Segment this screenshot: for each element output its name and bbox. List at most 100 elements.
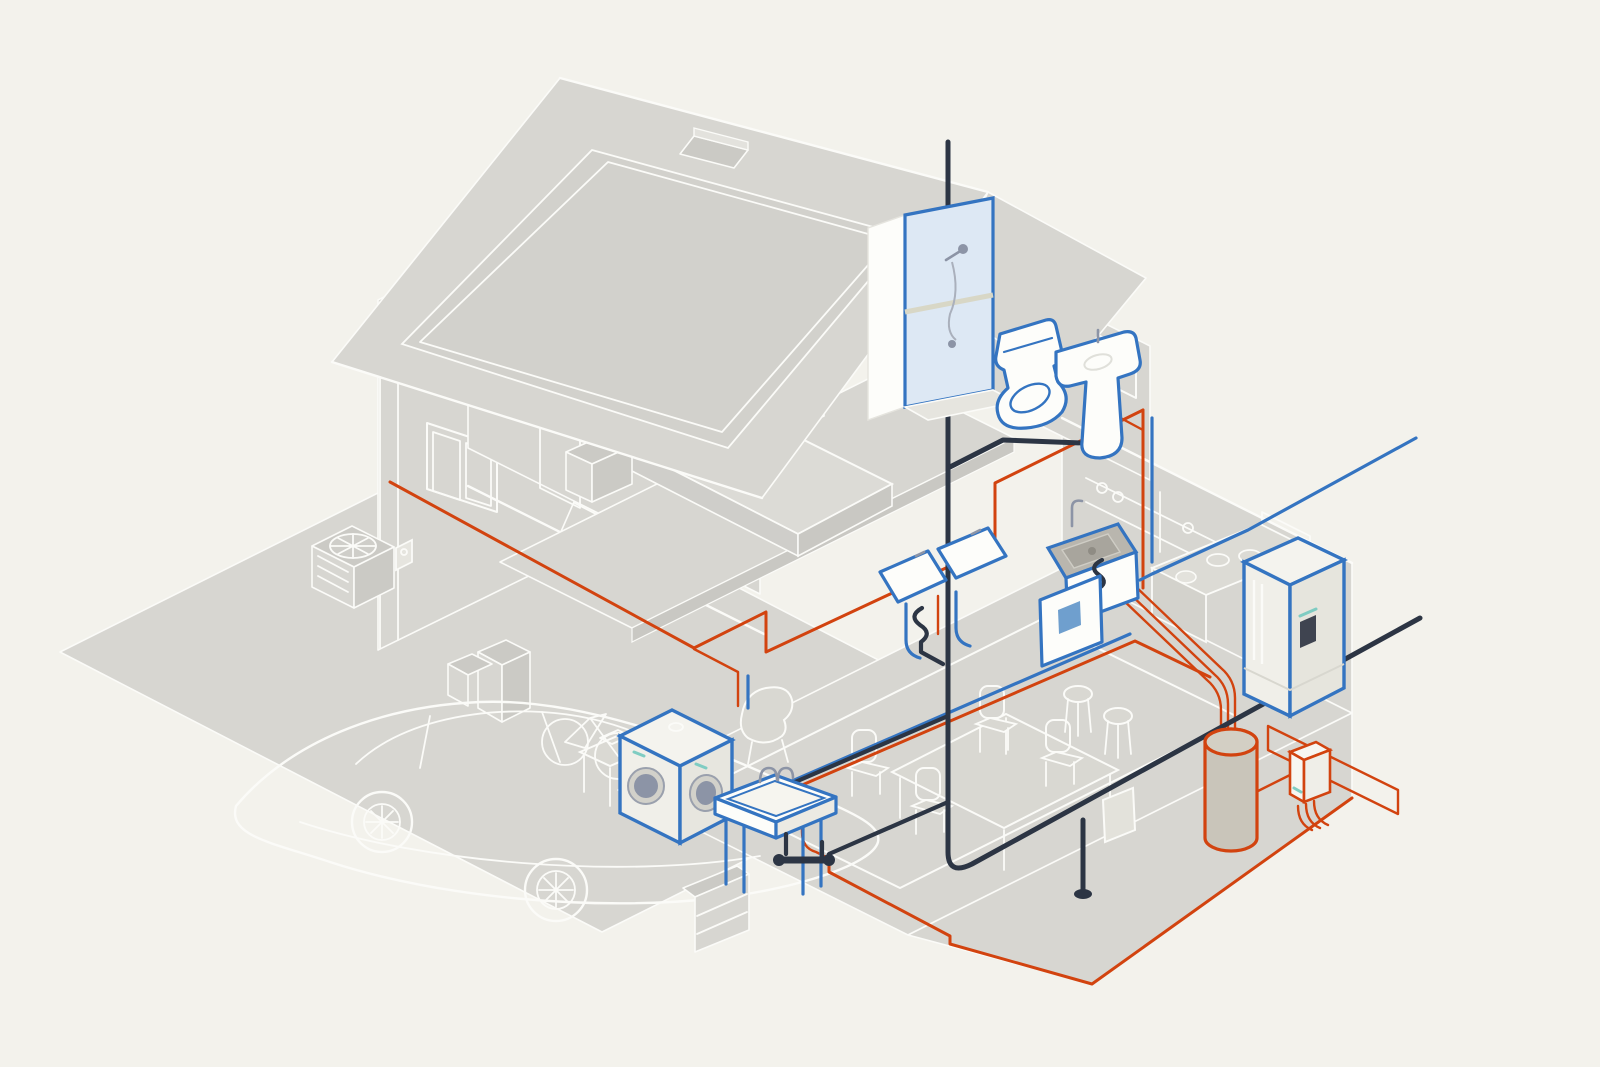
tire bbox=[350, 790, 414, 854]
chair-seat bbox=[845, 761, 891, 777]
tankless-side bbox=[1302, 748, 1332, 804]
burner bbox=[1206, 553, 1230, 567]
utility-sink-trap bbox=[773, 831, 835, 866]
tub-front bbox=[447, 663, 469, 707]
lounge-shell bbox=[739, 686, 794, 744]
tankless-teal-badge bbox=[1292, 786, 1303, 794]
washer-drum bbox=[627, 767, 665, 805]
basin-trap bbox=[912, 605, 946, 667]
roof-eave-line bbox=[330, 360, 764, 500]
drum-glass bbox=[695, 781, 717, 805]
shower-valve bbox=[948, 340, 956, 348]
washer-dryer bbox=[616, 708, 736, 846]
panel-screen bbox=[1058, 601, 1081, 634]
bundle-line bbox=[1119, 596, 1223, 740]
shower-hose bbox=[947, 261, 957, 341]
basin-apron-side bbox=[774, 795, 838, 840]
shower-stall bbox=[867, 196, 1019, 421]
pedestal-sink-body bbox=[1054, 330, 1142, 460]
dining-chair bbox=[973, 685, 1019, 753]
stool-leg bbox=[1104, 720, 1109, 755]
drawer-line bbox=[696, 893, 748, 917]
basin-inner bbox=[725, 779, 827, 818]
stool-leg bbox=[1127, 720, 1132, 755]
stool-leg bbox=[1087, 698, 1092, 733]
sewer-outlet-cap bbox=[1074, 889, 1092, 899]
sink-drain-hole bbox=[1088, 547, 1096, 555]
basin-cold-drop bbox=[904, 602, 922, 660]
toilet bbox=[994, 318, 1068, 430]
car-wheel bbox=[523, 857, 589, 923]
ac-vent-lines bbox=[317, 555, 349, 593]
utility-meter bbox=[395, 538, 413, 572]
vent-stack-and-sewer-lateral bbox=[945, 139, 1423, 871]
kitchen-faucet bbox=[1070, 499, 1084, 528]
bed-skirt-side bbox=[797, 482, 893, 558]
tankless-feed-pipe bbox=[1296, 804, 1314, 832]
shower-side-wall bbox=[867, 214, 906, 421]
island-front bbox=[1151, 566, 1207, 644]
car-side-line bbox=[299, 821, 761, 868]
shower-head bbox=[958, 244, 968, 254]
ac-side bbox=[353, 546, 395, 609]
sink-basin-left bbox=[878, 549, 948, 604]
hot-bundle-to-tank bbox=[1119, 584, 1237, 740]
drain-waste-vent-piping bbox=[776, 139, 1423, 899]
skylight-top bbox=[693, 127, 749, 151]
window-pane bbox=[432, 431, 461, 501]
laundry-branch bbox=[776, 713, 951, 792]
lounge-chair bbox=[739, 686, 794, 765]
washer-teal-badge bbox=[632, 750, 646, 758]
utility-faucet bbox=[758, 766, 795, 784]
bundle-line bbox=[1126, 590, 1230, 738]
utility-sink bbox=[713, 766, 838, 896]
skylight bbox=[679, 127, 749, 169]
sink-bowl-line bbox=[1083, 353, 1113, 371]
spokes bbox=[365, 805, 399, 839]
tank-top bbox=[1203, 727, 1259, 757]
roof-ridge-line bbox=[558, 76, 990, 194]
car-windshield bbox=[419, 711, 561, 769]
tankless-feed-pipe bbox=[1304, 802, 1322, 830]
fridge-display-teal bbox=[1298, 607, 1318, 618]
fridge-base-seam bbox=[1243, 663, 1345, 692]
chair-seat bbox=[1039, 751, 1085, 767]
basement-utility-box bbox=[1101, 786, 1137, 844]
utility-sink-branch bbox=[826, 799, 951, 857]
bundle-line bbox=[1133, 584, 1237, 736]
fridge-side bbox=[1288, 557, 1346, 719]
double-bathroom-sinks bbox=[878, 526, 1008, 667]
lounge-leg bbox=[781, 739, 789, 763]
hot-washer-drop bbox=[692, 647, 740, 708]
jar bbox=[1096, 482, 1108, 494]
pot bbox=[1175, 570, 1197, 584]
cold-service-entry bbox=[1138, 436, 1418, 582]
rim bbox=[363, 803, 401, 841]
refrigerator-unit bbox=[1240, 536, 1348, 719]
fridge-front bbox=[1242, 559, 1292, 719]
wall-panel bbox=[1038, 574, 1104, 668]
stool-leg bbox=[1064, 698, 1069, 733]
pedestal-sink bbox=[1054, 328, 1142, 460]
toilet-tank-line bbox=[1002, 336, 1054, 354]
hot-second-floor-run bbox=[388, 408, 1145, 654]
spokes bbox=[538, 872, 574, 908]
drawer-line bbox=[696, 911, 748, 935]
water-heater-tank bbox=[1203, 727, 1259, 853]
meter-dial bbox=[400, 548, 408, 556]
jar bbox=[1112, 491, 1124, 503]
solar-panel-inner-line bbox=[419, 161, 891, 433]
tankless-water-heater bbox=[1286, 740, 1334, 832]
stool bbox=[1063, 685, 1093, 737]
rim bbox=[536, 870, 576, 910]
dryer-teal-badge bbox=[694, 762, 708, 770]
lounge-leg bbox=[747, 741, 753, 765]
ac-fan-spokes bbox=[329, 533, 377, 559]
washer-vent bbox=[668, 722, 684, 732]
trap-joint bbox=[773, 854, 785, 866]
basin-faucet bbox=[970, 528, 982, 536]
hot-main-floor-run bbox=[777, 639, 1212, 797]
basin-faucet bbox=[914, 550, 926, 558]
